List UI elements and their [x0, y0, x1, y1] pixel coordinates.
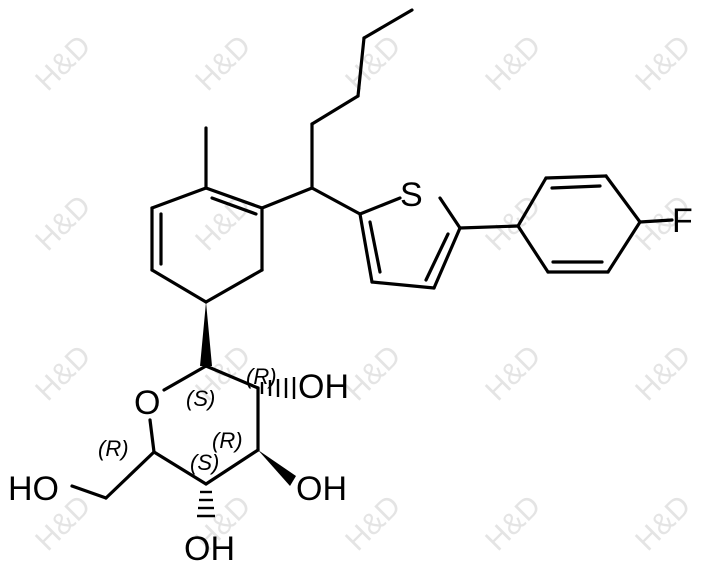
thiophene-ring — [358, 196, 462, 290]
fluorine-label: F — [672, 202, 693, 240]
stereo-descriptors: (S) (R) (R) (S) (R) — [98, 364, 277, 475]
atom-labels: S F O OH OH OH HO — [8, 176, 693, 568]
watermark-text: H&D — [189, 29, 257, 97]
stereo-label-c5: (R) — [98, 436, 129, 461]
watermark-text: H&D — [479, 339, 547, 407]
c3-hydroxyl-label: OH — [296, 470, 347, 508]
watermark-text: H&D — [29, 189, 97, 257]
stereo-label-c3: (R) — [212, 428, 243, 453]
watermark-text: H&D — [339, 29, 407, 97]
pentyl-chain — [310, 8, 414, 190]
glucopyranose-ring — [70, 302, 260, 500]
watermark-text: H&D — [339, 489, 407, 557]
watermark-text: H&D — [479, 489, 547, 557]
watermark-text: H&D — [629, 29, 697, 97]
hashed-wedges — [197, 377, 296, 518]
stereo-label-c4: (S) — [190, 450, 219, 475]
stereo-label-c1: (S) — [186, 386, 215, 411]
benzene-ring — [150, 126, 264, 304]
sulfur-label: S — [400, 176, 423, 214]
watermark-text: H&D — [339, 339, 407, 407]
watermark-text: H&D — [629, 339, 697, 407]
ring-oxygen-label: O — [134, 384, 160, 422]
methine-bonds — [260, 186, 362, 216]
watermark-text: H&D — [189, 189, 257, 257]
watermark-text: H&D — [29, 339, 97, 407]
watermark-layer: H&D H&D H&D H&D H&D H&D H&D H&D H&D H&D H&D H&D H&D H… — [29, 29, 697, 557]
watermark-text: H&D — [479, 29, 547, 97]
c2-hydroxyl-label: OH — [298, 368, 349, 406]
stereo-label-c2: (R) — [246, 364, 277, 389]
c4-hydroxyl-label: OH — [184, 530, 235, 568]
watermark-text: H&D — [629, 489, 697, 557]
c6-hydroxyl-label: HO — [8, 470, 59, 508]
fluorophenyl-ring — [458, 174, 674, 274]
watermark-text: H&D — [29, 29, 97, 97]
watermark-text: H&D — [479, 189, 547, 257]
